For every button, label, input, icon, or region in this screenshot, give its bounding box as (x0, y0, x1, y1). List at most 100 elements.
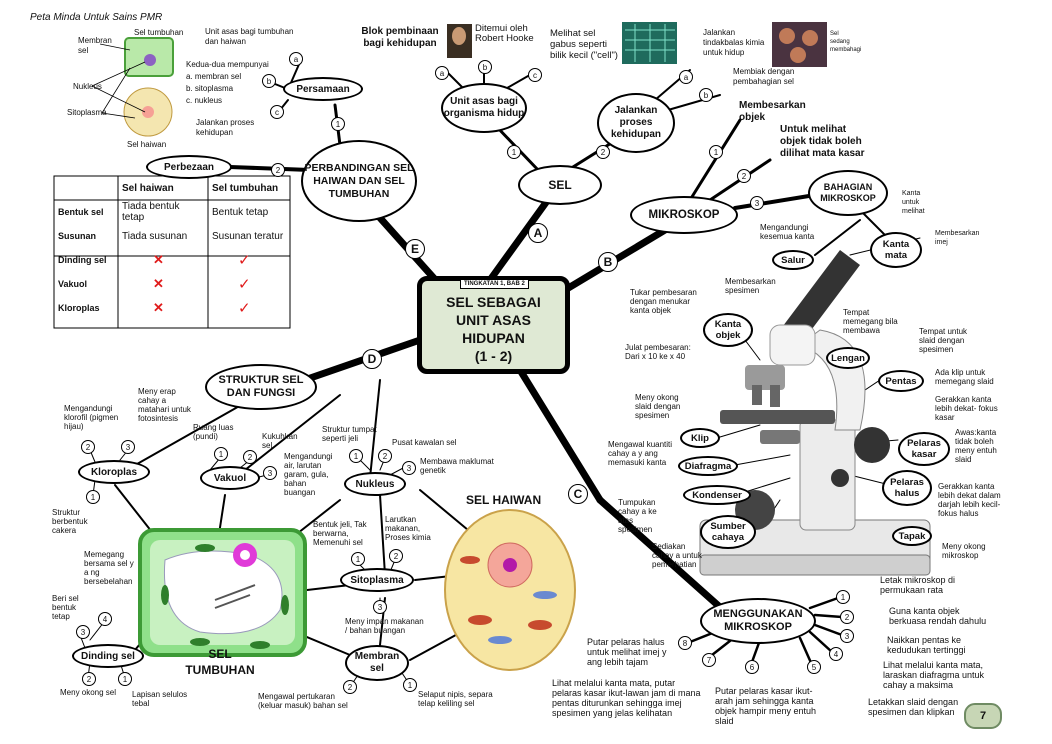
proses-kehidupan-node: Jalankan proses kehidupan (597, 93, 675, 153)
mikroskop-node: MIKROSKOP (630, 196, 738, 234)
microscope-illustration (699, 250, 931, 576)
sel-tumbuhan-label: SEL TUMBUHAN (185, 647, 255, 677)
step-num-6: 6 (745, 660, 759, 674)
dinding-num-1: 1 (118, 672, 132, 686)
table-header-cell (54, 176, 118, 200)
check-mark: ✓ (238, 300, 251, 317)
nukleus-text-1: Struktur tumpat seperti jeli (322, 425, 377, 443)
unit-asas-node: Unit asas bagi organisma hidup (441, 83, 527, 133)
membran-num-2: 2 (343, 680, 357, 694)
center-title-line-3: HIDUPAN (462, 330, 525, 346)
life-letter-a: a (679, 70, 693, 84)
dinding-text-1: Lapisan selulos tebal (132, 690, 188, 708)
cross-mark: ✕ (153, 252, 164, 267)
dinding-num-4: 4 (98, 612, 112, 626)
step-text-4: Lihat melalui kanta mata, laraskan diafr… (883, 660, 985, 690)
mikroskop-b2-text: Untuk melihat objek tidak boleh dilihat … (780, 124, 865, 159)
step-num-8: 8 (678, 636, 692, 650)
step-text-1: Letak mikroskop di permukaan rata (880, 575, 956, 595)
step-text-6: Putar pelaras kasar ikut-arah jam sehing… (715, 686, 817, 726)
vakuol-num-3: 3 (263, 466, 277, 480)
bahagian-mikroskop-node: BAHAGIAN MIKROSKOP (808, 170, 888, 216)
sitoplasma-node: Sitoplasma (340, 568, 414, 592)
kondenser-node: Kondenser (683, 485, 751, 505)
center-title-line-4: (1 - 2) (474, 348, 513, 364)
branch-letter-c: C (568, 484, 588, 504)
unit-b-text: Ditemui oleh Robert Hooke (475, 23, 534, 44)
persamaan-b-title: Kedua-dua mempunyai (186, 60, 269, 69)
pelaras-halus-desc: Gerakkan kanta lebih dekat dalam darjah … (938, 482, 1001, 518)
sumber-cahaya-node: Sumber cahaya (700, 515, 756, 549)
perbandingan-num-1: 1 (331, 117, 345, 131)
table-header-cell: Sel tumbuhan (212, 182, 279, 194)
sitoplasma-num-2: 2 (389, 549, 403, 563)
table-cell: Bentuk tetap (212, 206, 269, 218)
mini-label-nukleus: Nukleus (73, 82, 102, 91)
sel-num-2: 2 (596, 145, 610, 159)
sitoplasma-text-1: Bentuk jeli, Tak berwarna, Memenuhi sel (313, 520, 367, 547)
tapak-node: Tapak (892, 526, 932, 546)
plant-cell-illustration (138, 528, 307, 657)
persamaan-node: Persamaan (283, 77, 363, 101)
pentas-node: Pentas (878, 370, 924, 392)
persamaan-letter-a: a (289, 52, 303, 66)
kanta-objek-node: Kanta objek (703, 313, 753, 347)
klip-desc: Meny okong slaid dengan spesimen (635, 393, 681, 420)
kloroplas-num-2: 2 (81, 440, 95, 454)
perbandingan-node: PERBANDINGAN SEL HAIWAN DAN SEL TUMBUHAN (301, 140, 417, 222)
vakuol-num-2: 2 (243, 450, 257, 464)
page-subtitle: Peta Minda Untuk Sains PMR (30, 12, 163, 23)
dinding-sel-node: Dinding sel (72, 644, 144, 668)
step-text-2: Guna kanta objek berkuasa rendah dahulu (889, 606, 987, 626)
unit-a-text: Blok pembinaan bagi kehidupan (361, 26, 439, 49)
diafragma-node: Diafragma (678, 456, 738, 476)
kanta-objek-desc-1: Membesarkan spesimen (725, 277, 776, 295)
kondenser-desc: Tumpukan cahay a ke atas spesimen (618, 498, 657, 534)
animal-cell-illustration (444, 509, 576, 671)
kanta-mata-desc-2: Membesarkan imej (935, 230, 980, 246)
table-row: Dinding sel ✕ ✓ (54, 248, 290, 272)
kloroplas-text-1: Struktur berbentuk cakera (52, 508, 88, 535)
persamaan-b-item-1: a. membran sel (186, 72, 242, 81)
salur-desc: Mengandungi kesemua kanta (760, 223, 815, 241)
mini-label-sitoplasma: Sitoplasma (67, 108, 107, 117)
step-text-5: Letakkan slaid dengan spesimen dan klipk… (868, 697, 959, 717)
pelaras-kasar-desc-1: Gerakkan kanta lebih dekat- fokus kasar (935, 395, 998, 422)
sel-haiwan-label: SEL HAIWAN (466, 493, 542, 507)
sumber-cahaya-desc: Sediakan cahay a untuk pemerhatian (652, 542, 702, 569)
dinding-num-2: 2 (82, 672, 96, 686)
sitoplasma-text-3: Meny impan makanan / bahan buangan (345, 617, 424, 635)
nukleus-node: Nukleus (344, 472, 406, 496)
persamaan-b-item-3: c. nukleus (186, 96, 223, 105)
klip-node: Klip (680, 428, 720, 448)
sel-node: SEL (518, 165, 602, 205)
life-letter-b: b (699, 88, 713, 102)
kloroplas-node: Kloroplas (78, 460, 150, 484)
center-title-line-1: SEL SEBAGAI (446, 294, 541, 310)
mikroskop-num-2: 2 (737, 169, 751, 183)
persamaan-c-text: Jalankan proses kehidupan (196, 118, 255, 137)
nukleus-text-2: Pusat kawalan sel (392, 438, 457, 447)
mini-label-haiwan: Sel haiwan (127, 140, 167, 149)
persamaan-a-text: Unit asas bagi tumbuhan dan haiwan (205, 27, 294, 46)
table-row: Bentuk sel Tiada bentuk tetap Bentuk tet… (54, 200, 290, 224)
step-num-1: 1 (836, 590, 850, 604)
table-cell: Vakuol (58, 279, 88, 289)
persamaan-letter-b: b (262, 74, 276, 88)
sel-num-1: 1 (507, 145, 521, 159)
table-row: Vakuol ✕ ✓ (54, 272, 290, 296)
nukleus-num-3: 3 (402, 461, 416, 475)
check-mark: ✓ (238, 276, 251, 293)
cross-mark: ✕ (153, 300, 164, 315)
center-tag: TINGKATAN 1, BAB 2 (460, 279, 529, 289)
center-title-box: TINGKATAN 1, BAB 2 SEL SEBAGAI UNIT ASAS… (417, 276, 570, 374)
nukleus-text-3: Membawa maklumat genetik (420, 457, 494, 475)
dinding-text-2: Meny okong sel (60, 688, 117, 697)
kloroplas-num-1: 1 (86, 490, 100, 504)
photo-thumbnails (447, 22, 827, 67)
unit-letter-c: c (528, 68, 542, 82)
center-title-line-2: UNIT ASAS (456, 312, 531, 328)
struktur-node: STRUKTUR SEL DAN FUNGSI (205, 364, 317, 410)
table-cell: Susunan (58, 231, 97, 241)
mikroskop-b1-text: Membesarkan objek (739, 100, 806, 123)
